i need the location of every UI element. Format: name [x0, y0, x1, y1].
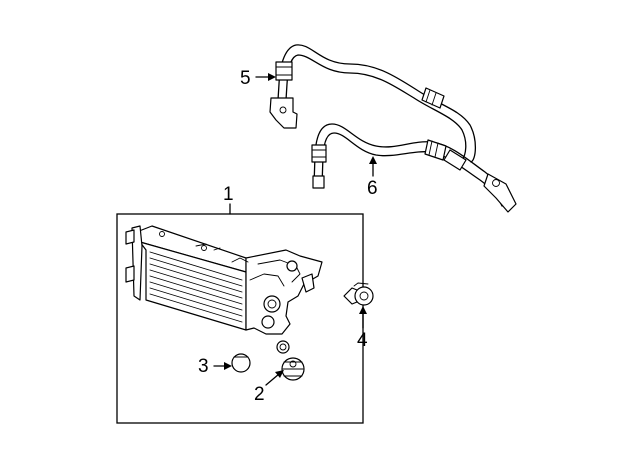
hose-line-part-6 [311, 123, 517, 213]
hose-line-part-5 [269, 44, 477, 163]
oil-cooler-part-1 [125, 225, 323, 335]
callout-6: 6 [367, 178, 378, 199]
callout-3: 3 [198, 356, 209, 377]
callout-4: 4 [357, 330, 368, 351]
callout-1: 1 [223, 184, 234, 205]
plug-part-3 [231, 353, 251, 373]
callout-2: 2 [254, 384, 265, 405]
callout-5: 5 [240, 68, 251, 89]
leader-lines [213, 73, 377, 386]
plug-part-4 [343, 282, 374, 306]
filter-cap-part-2 [276, 340, 305, 381]
